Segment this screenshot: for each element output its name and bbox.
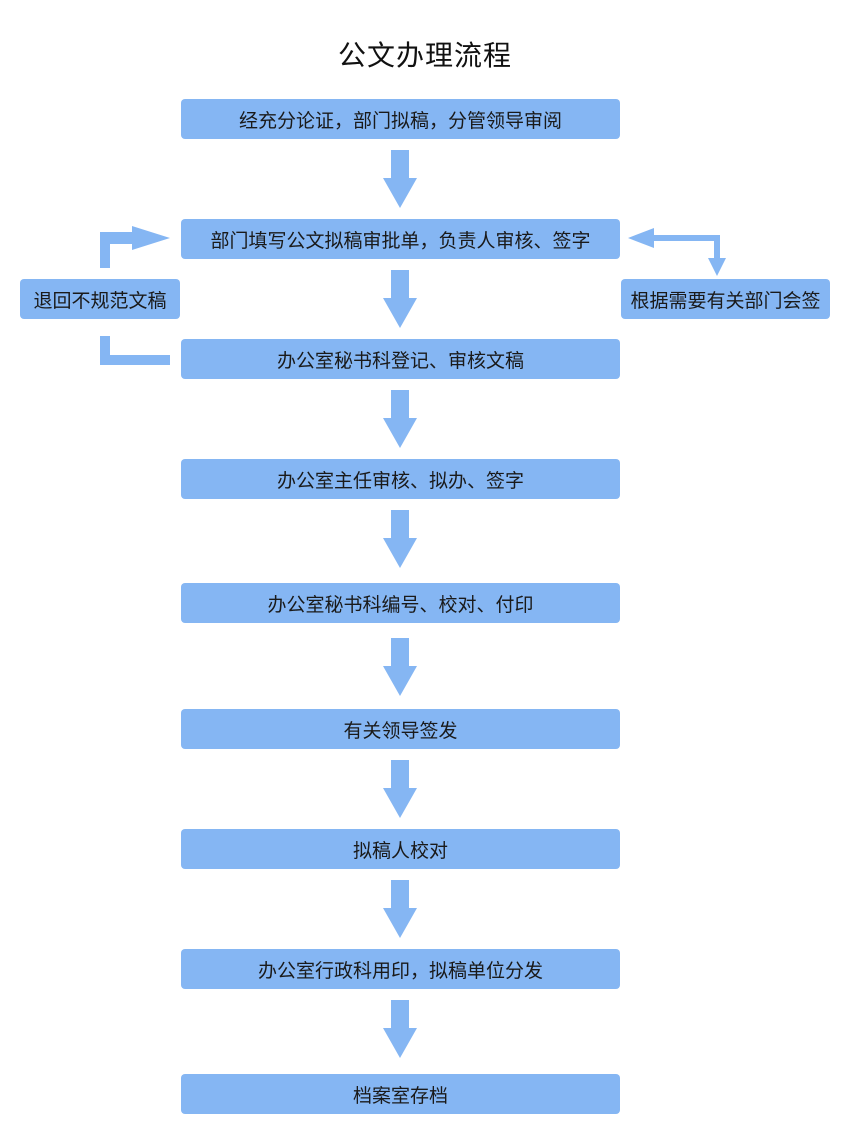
down-arrow-7 [383, 880, 417, 938]
step-box-6: 有关领导签发 [181, 709, 620, 749]
down-arrow-4 [383, 510, 417, 568]
return-loop-arrow-upper [100, 226, 170, 268]
step-box-5: 办公室秘书科编号、校对、付印 [181, 583, 620, 623]
countersign-box: 根据需要有关部门会签 [621, 279, 830, 319]
down-arrow-8 [383, 1000, 417, 1058]
return-loop-arrow [100, 336, 170, 365]
down-arrow-3 [383, 390, 417, 448]
down-arrow-5 [383, 638, 417, 696]
step-box-1: 经充分论证，部门拟稿，分管领导审阅 [181, 99, 620, 139]
step-box-8: 办公室行政科用印，拟稿单位分发 [181, 949, 620, 989]
step-box-2: 部门填写公文拟稿审批单，负责人审核、签字 [181, 219, 620, 259]
diagram-title: 公文办理流程 [337, 39, 512, 72]
down-arrow-1 [383, 150, 417, 208]
return-box: 退回不规范文稿 [20, 279, 180, 319]
down-arrow-6 [383, 760, 417, 818]
countersign-arrow-down [708, 235, 726, 276]
countersign-arrow-left [628, 228, 720, 248]
step-box-9: 档案室存档 [181, 1074, 620, 1114]
step-box-7: 拟稿人校对 [181, 829, 620, 869]
step-box-3: 办公室秘书科登记、审核文稿 [181, 339, 620, 379]
down-arrow-2 [383, 270, 417, 328]
step-box-4: 办公室主任审核、拟办、签字 [181, 459, 620, 499]
